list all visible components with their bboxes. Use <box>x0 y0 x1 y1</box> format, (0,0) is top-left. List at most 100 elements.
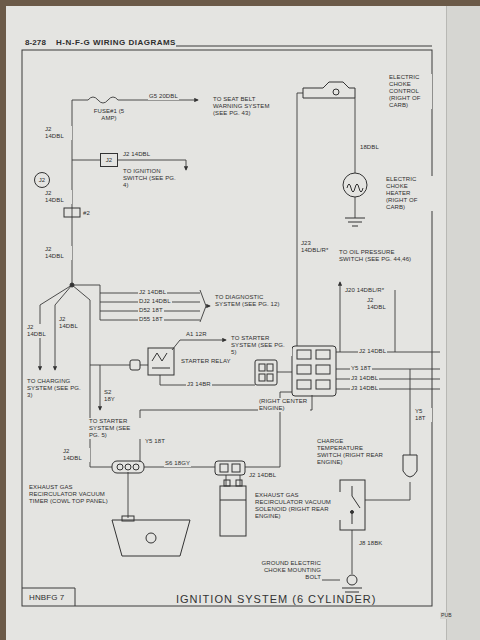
splice-dot <box>70 283 74 287</box>
wire-label: TO CHARGING SYSTEM (SEE PG. 3) <box>26 378 84 399</box>
wires <box>355 197 356 218</box>
ground-bolt <box>347 575 357 585</box>
wire-label: 8-278 <box>24 38 47 48</box>
wire-label: Y5 18T <box>144 438 166 445</box>
page-frame <box>22 588 75 606</box>
wire-label: J2 14DBL <box>366 297 394 311</box>
wires <box>322 580 340 581</box>
wire-label: DJ2 14DBL <box>138 298 172 305</box>
wire-label: Y5 18T <box>350 365 372 372</box>
relay-connector <box>130 360 140 370</box>
wire-label: J20 14DBL/R* <box>344 287 392 294</box>
wires <box>40 93 440 580</box>
wires <box>410 369 411 455</box>
wire-label: J2 14DBL <box>138 289 167 296</box>
wires <box>100 365 101 410</box>
wires <box>128 472 129 518</box>
wire-label: TO SEAT BELT WARNING SYSTEM (SEE PG. 43) <box>212 96 284 117</box>
wire-label: J2 14DBL <box>58 316 84 330</box>
wire-label: TO OIL PRESSURE SWITCH (SEE PG. 44,46) <box>338 249 414 263</box>
wire-label: J2 14DBL <box>122 151 151 158</box>
choke-control <box>303 82 355 98</box>
wire-label: HNBFG 7 <box>28 593 65 603</box>
page-frame <box>22 46 432 606</box>
wires <box>352 530 353 574</box>
components <box>232 464 240 472</box>
wires <box>172 340 226 350</box>
wire-label: J2 14DBL <box>44 246 72 260</box>
solenoid-connector <box>215 461 245 475</box>
page-frame <box>150 46 432 47</box>
components <box>220 464 228 472</box>
components <box>267 374 273 381</box>
components <box>259 364 265 371</box>
splice-symbol <box>64 208 80 217</box>
components <box>351 511 354 514</box>
connector-id: J2 <box>106 157 112 164</box>
egr-solenoid <box>220 486 246 536</box>
wire-label: PUB <box>440 612 453 619</box>
wires <box>140 395 312 462</box>
components <box>297 380 311 389</box>
wires <box>200 290 206 322</box>
wire-label: J2 14DBL <box>62 448 90 462</box>
wire-label: #2 <box>82 210 91 217</box>
three-pin-connector <box>112 461 144 473</box>
components <box>117 464 123 470</box>
wires <box>88 97 118 103</box>
wire-label: (RIGHT CENTER ENGINE) <box>258 398 310 412</box>
wire-label: J2 14DBL <box>44 126 72 140</box>
wires <box>297 93 303 346</box>
components <box>347 184 363 192</box>
starter-relay <box>148 348 174 375</box>
components <box>267 364 273 371</box>
connector-id: J2 <box>39 177 45 184</box>
wires <box>72 100 88 285</box>
components <box>125 464 131 470</box>
components <box>64 82 417 596</box>
wires <box>355 98 356 173</box>
wire-label: J2 14DBL <box>26 324 52 338</box>
facing-page <box>446 6 480 640</box>
wire-label: GROUND ELECTRIC CHOKE MOUNTING BOLT <box>246 560 322 581</box>
connector-tag: J2 <box>100 153 118 167</box>
components <box>220 500 246 501</box>
relay-contacts <box>152 353 170 368</box>
wire-label: D55 18T <box>138 316 164 323</box>
components <box>236 480 242 486</box>
wire-label: TO IGNITION SWITCH (SEE PG. 4) <box>122 168 184 189</box>
wires <box>90 365 130 366</box>
wires <box>277 372 292 373</box>
wires <box>365 482 410 500</box>
components <box>297 365 311 374</box>
wire-label: ELECTRIC CHOKE CONTROL (RIGHT OF CARB) <box>388 74 432 109</box>
components <box>146 533 156 543</box>
wires <box>336 352 440 353</box>
connector-circle: J2 <box>34 172 50 188</box>
wire-label: J2 14DBL <box>44 190 72 204</box>
wire-label: D52 18T <box>138 307 164 314</box>
wire-label: Y5 18T <box>414 408 432 422</box>
wire-label: J3 14DBL <box>350 385 379 392</box>
wires <box>395 290 396 352</box>
wire-label: ELECTRIC CHOKE HEATER (RIGHT OF CARB) <box>385 176 433 211</box>
wires <box>72 160 100 161</box>
wires <box>72 285 100 320</box>
components <box>316 350 330 359</box>
bulkhead-connector <box>292 346 336 396</box>
wire-label: J2 14DBL <box>358 348 387 355</box>
components <box>122 516 134 521</box>
engine-connector <box>255 360 277 385</box>
choke-heater <box>343 173 367 197</box>
wire-label: EXHAUST GAS RECIRCULATOR VACUUM SOLENOID… <box>254 492 346 520</box>
wire-label: J3 14BR <box>186 381 212 388</box>
wire-label: STARTER RELAY <box>180 358 232 365</box>
components <box>333 89 339 95</box>
egr-timer <box>112 520 190 556</box>
wire-label: J8 18BK <box>358 540 384 547</box>
wire-label: CHARGE TEMPERATURE SWITCH (RIGHT REAR EN… <box>316 438 388 466</box>
page-title: H-N-F-G WIRING DIAGRAMS <box>56 38 176 47</box>
wire-label: J3 14DBL <box>350 375 379 382</box>
wires <box>72 285 112 467</box>
